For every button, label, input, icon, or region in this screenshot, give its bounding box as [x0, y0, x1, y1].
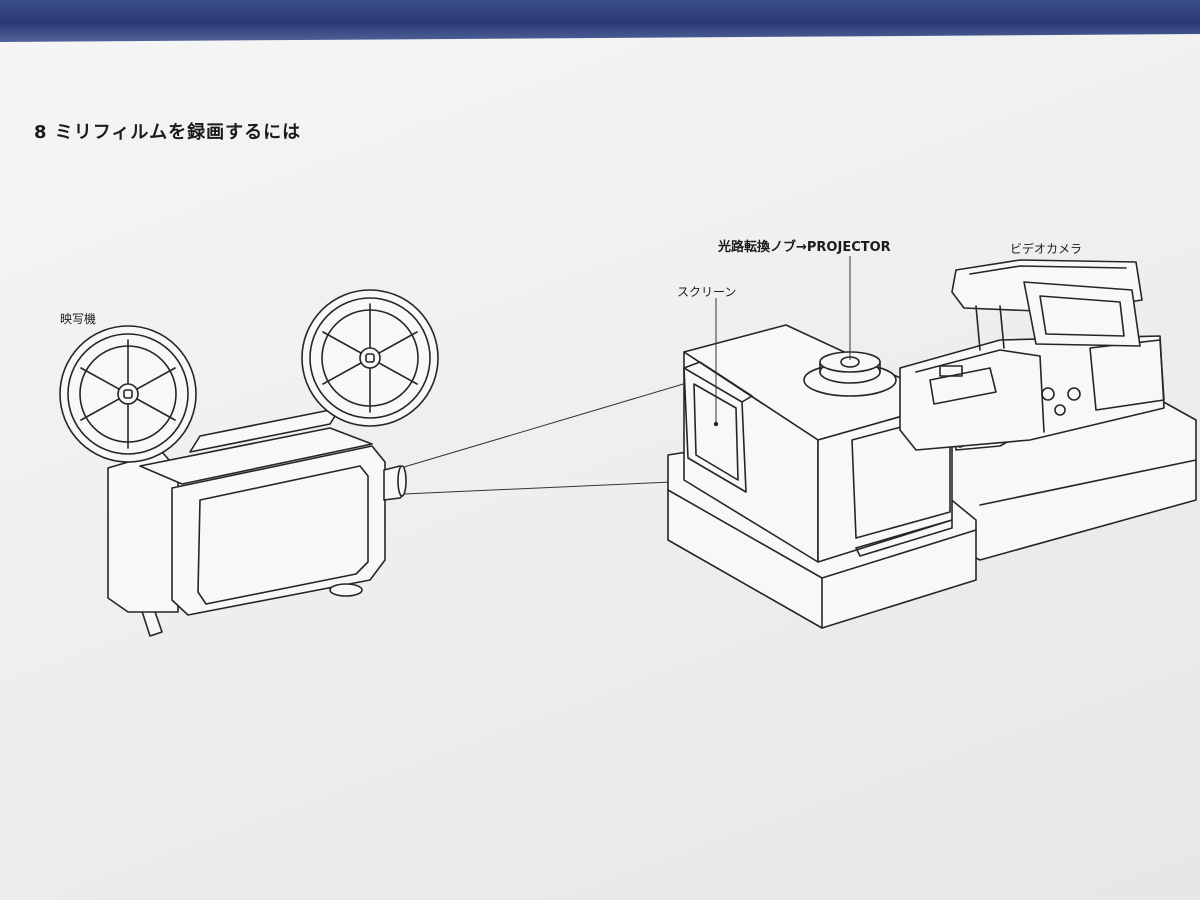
- film-projector-illustration: [59, 289, 439, 637]
- video-camera-label: ビデオカメラ: [1010, 242, 1083, 256]
- page-title: 8 ミリフィルムを録画するには: [34, 122, 302, 143]
- optical-path-knob-label: 光路転換ノブ→PROJECTOR: [718, 240, 891, 255]
- telecine-unit-illustration: [667, 256, 1197, 629]
- projection-beam: [403, 381, 717, 495]
- screen-label: スクリーン: [677, 285, 737, 299]
- projector-label: 映写機: [60, 312, 97, 326]
